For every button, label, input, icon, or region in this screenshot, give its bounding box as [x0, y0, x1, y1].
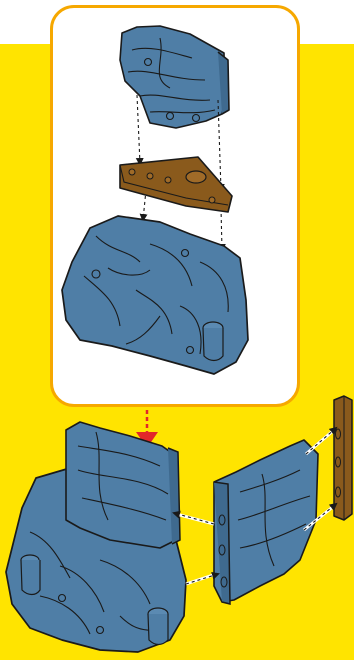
rock-base-icon — [62, 216, 248, 374]
triangle-bracket-icon — [120, 157, 232, 212]
wooden-post-icon — [334, 396, 352, 520]
assembled-rock-icon — [6, 422, 186, 652]
rock-wall-panel-icon — [120, 26, 229, 128]
rock-wall-panel-icon — [214, 440, 318, 604]
